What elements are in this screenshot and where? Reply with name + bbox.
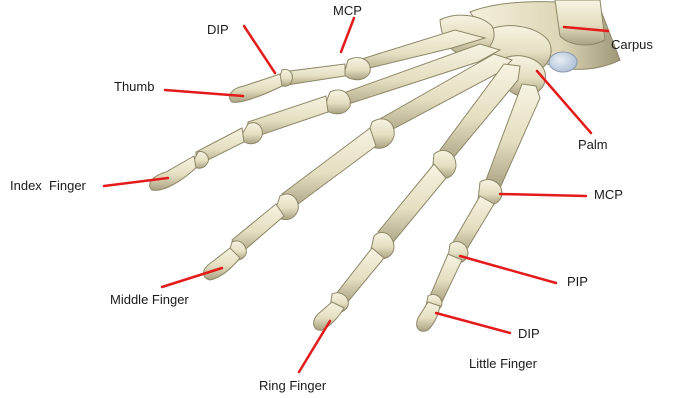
mcp-top-leader-line [341, 18, 354, 52]
middle-finger-label: Middle Finger [110, 292, 189, 307]
thumb-label: Thumb [114, 79, 154, 94]
carpus-label: Carpus [611, 37, 653, 52]
little-finger-label: Little Finger [469, 356, 537, 371]
mcp-right-leader-line [500, 194, 586, 196]
dip-bottom-leader-line [436, 313, 510, 333]
mcp-top-label: MCP [333, 3, 362, 18]
mcp-right-label: MCP [594, 187, 623, 202]
ring-finger-label: Ring Finger [259, 378, 326, 393]
dip-top-label: DIP [207, 22, 229, 37]
dip-bottom-label: DIP [518, 326, 540, 341]
ring-finger-leader-line [299, 321, 330, 372]
index-finger-label: Index Finger [10, 178, 86, 193]
pip-leader-line [460, 256, 556, 283]
pip-label: PIP [567, 274, 588, 289]
palm-leader-line [537, 71, 591, 133]
dip-top-leader-line [244, 26, 275, 73]
palm-label: Palm [578, 137, 608, 152]
